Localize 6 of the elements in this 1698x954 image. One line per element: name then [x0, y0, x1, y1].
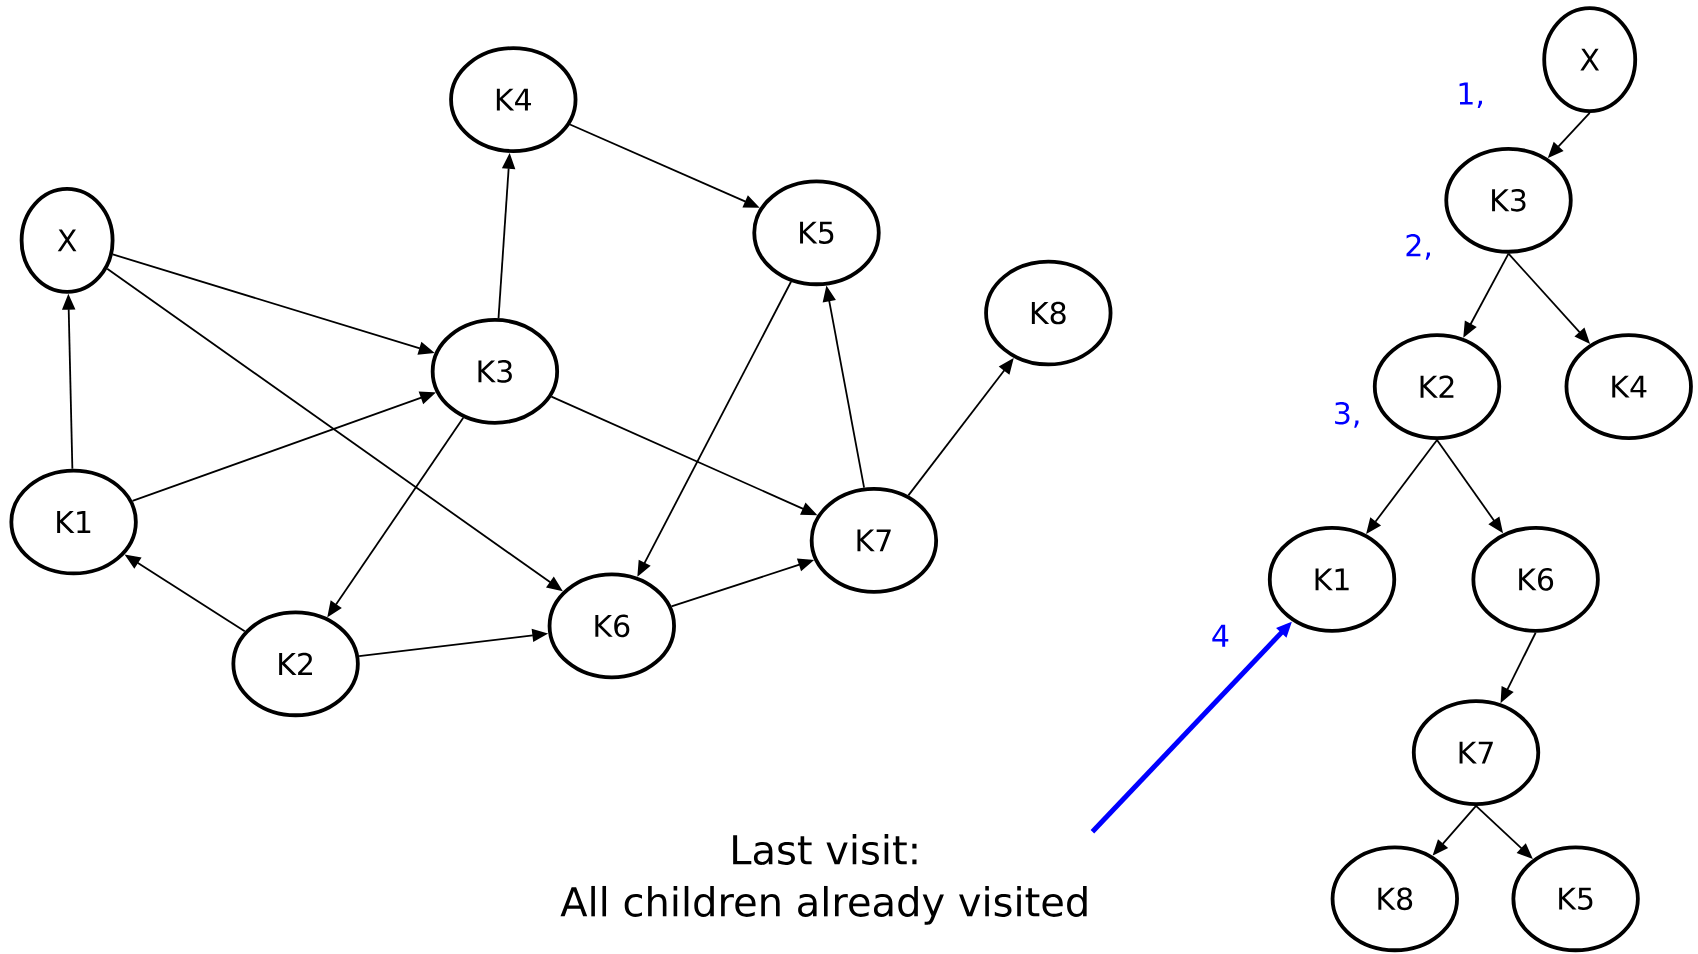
step-number: 1,: [1459, 82, 1482, 108]
step-number: 4: [1212, 624, 1229, 647]
arrow: [1475, 805, 1533, 859]
note-text: Last visit: All children already visited: [560, 833, 1087, 925]
step-number: 2,: [1406, 234, 1430, 260]
arrow: [907, 358, 1014, 497]
